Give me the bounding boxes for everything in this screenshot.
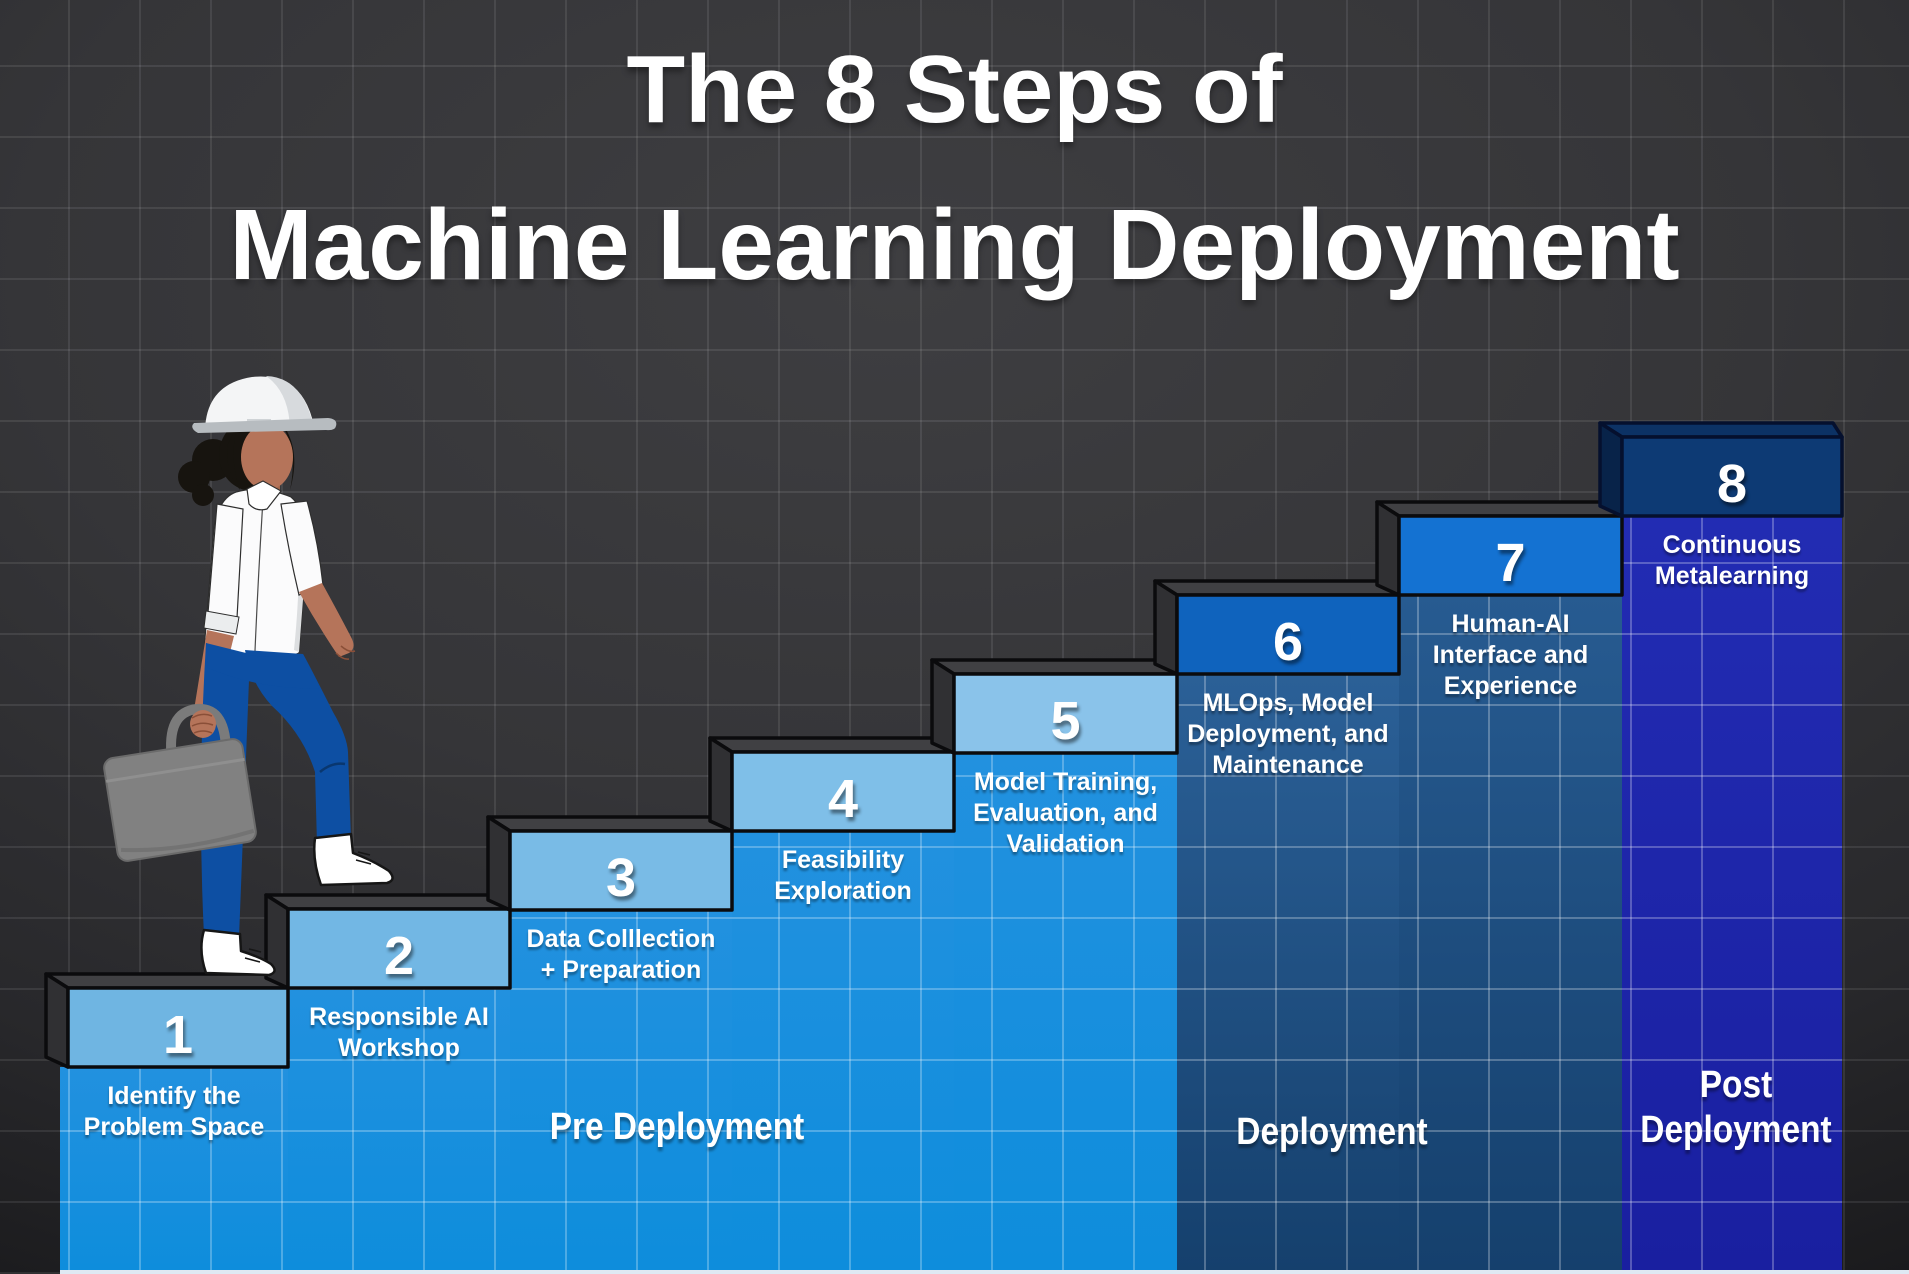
- step-label-6: MLOps, Model Deployment, and Maintenance: [1187, 689, 1389, 779]
- shoes: [200, 832, 394, 977]
- phase-column-step-3: [510, 910, 732, 1270]
- phase-label-pre-deployment: Pre Deployment: [549, 1106, 805, 1148]
- step-number-6: 6: [1272, 612, 1304, 672]
- step-riser-5: [930, 658, 1179, 755]
- phase-column-step-2: [288, 988, 510, 1270]
- title-line-2: Machine Learning Deployment: [229, 189, 1680, 301]
- bottom-edge-strip: [60, 1270, 1909, 1274]
- step-riser-8: [1598, 421, 1844, 518]
- step-number-1: 1: [162, 1005, 194, 1065]
- step-number-7: 7: [1495, 533, 1526, 593]
- step-riser-6: [1153, 579, 1401, 676]
- step-number-2: 2: [383, 926, 415, 986]
- title-line-1: The 8 Steps of: [626, 36, 1283, 143]
- step-number-3: 3: [605, 848, 637, 908]
- phase-label-post-deployment: Post Deployment: [1640, 1064, 1832, 1151]
- step-number-8: 8: [1716, 454, 1748, 514]
- step-number-4: 4: [827, 769, 859, 829]
- step-label-1: Identify the Problem Space: [83, 1082, 265, 1141]
- briefcase-icon: [103, 703, 257, 862]
- step-label-5: Model Training, Evaluation, and Validati…: [973, 768, 1158, 858]
- phase-column-step-8: [1622, 516, 1842, 1270]
- step-label-3: Data Colllection + Preparation: [526, 925, 716, 984]
- step-riser-7: [1375, 500, 1624, 597]
- phase-column-step-7: [1399, 595, 1622, 1270]
- phase-column-step-5: [954, 753, 1177, 1270]
- hard-hat-icon: [192, 376, 337, 433]
- phase-column-step-6: [1177, 674, 1399, 1270]
- step-riser-3: [486, 815, 734, 912]
- climber-illustration: [103, 376, 394, 977]
- phase-column-step-1: [60, 1067, 288, 1270]
- phase-column-step-4: [732, 831, 954, 1270]
- phase-label-deployment: Deployment: [1236, 1111, 1428, 1153]
- step-riser-1: [44, 972, 290, 1069]
- step-riser-4: [708, 736, 956, 833]
- step-label-4: Feasibility Exploration: [774, 846, 912, 905]
- step-number-5: 5: [1050, 691, 1081, 751]
- step-label-8: Continuous Metalearning: [1654, 531, 1810, 590]
- front-arm: [280, 500, 356, 660]
- step-label-7: Human-AI Interface and Experience: [1432, 610, 1589, 700]
- step-label-2: Responsible AI Workshop: [309, 1003, 489, 1062]
